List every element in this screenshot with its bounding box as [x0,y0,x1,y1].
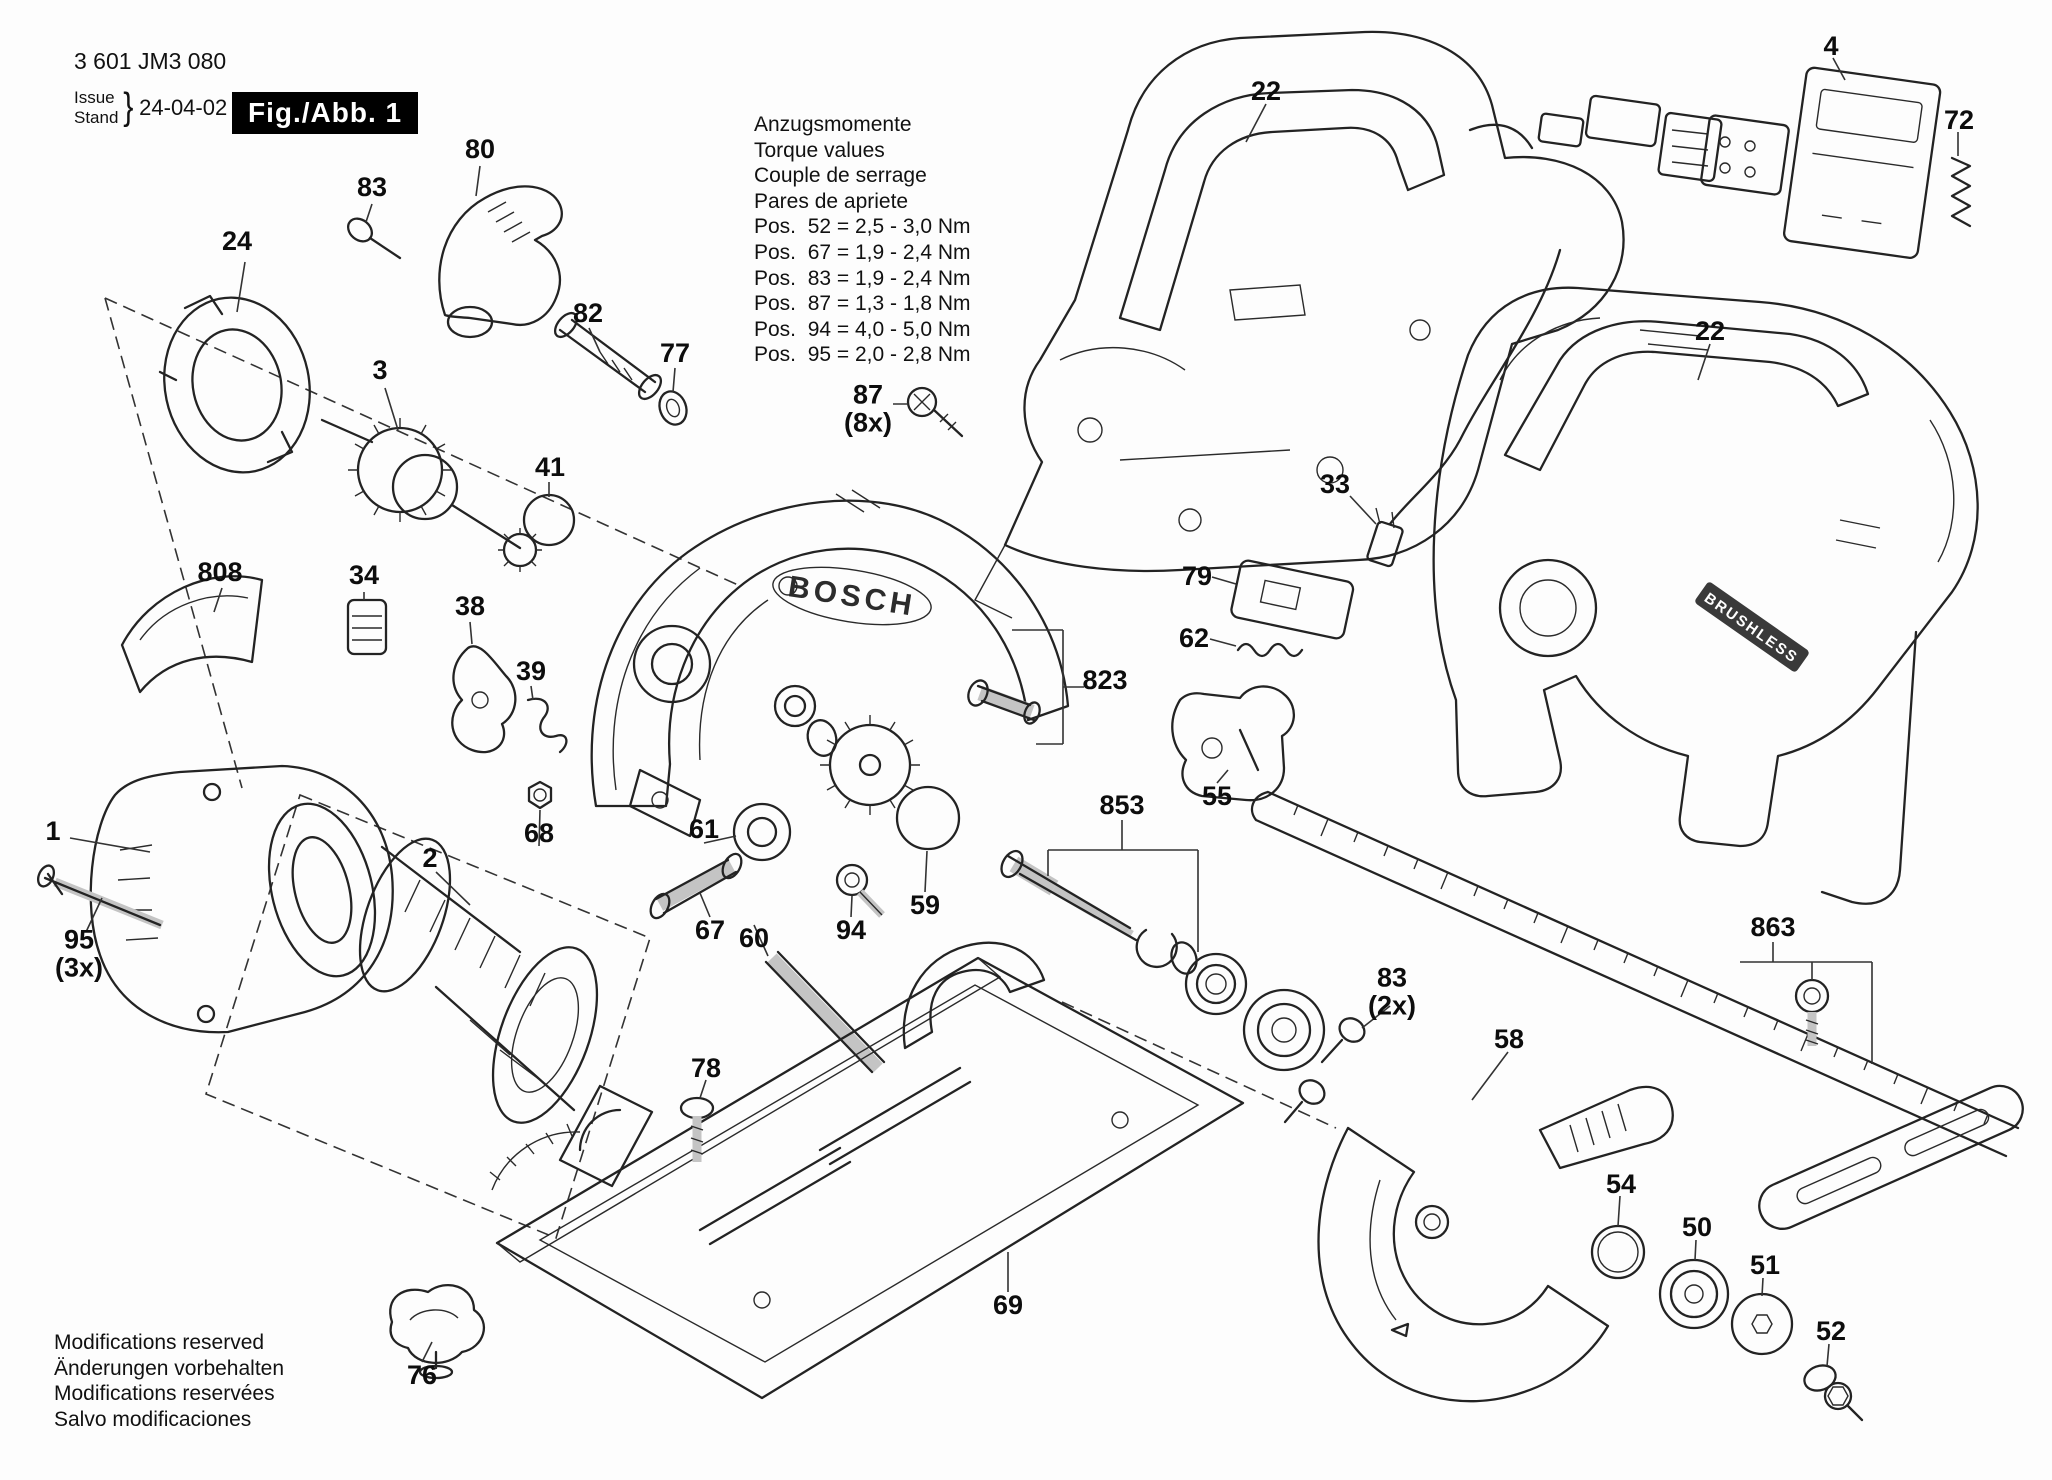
base-plate-drawing [489,941,1245,1400]
part-label-59: 59 [909,889,941,920]
part-label-22b: 22 [1694,315,1726,346]
small-parts-drawing [346,598,792,920]
part-label-72: 72 [1943,104,1975,135]
depth-guide-drawing [1250,790,2024,1230]
brace-glyph: } [123,86,134,128]
motor-housing-drawing [36,764,394,1034]
battery-housing-drawing [1700,66,1972,259]
part-label-50: 50 [1681,1211,1713,1242]
notice-line-en: Modifications reserved [54,1331,265,1354]
torque-row: Pos. 87 = 1,3 - 1,8 Nm [754,292,971,316]
part-label-95: 95 (3x) [54,924,104,983]
torque-title-en: Torque values [754,138,885,162]
torque-row: Pos. 83 = 1,9 - 2,4 Nm [754,266,971,290]
part-label-4: 4 [1823,30,1839,61]
part-label-52: 52 [1815,1315,1847,1346]
part-label-54: 54 [1605,1168,1637,1199]
part-label-863: 863 [1750,911,1796,942]
document-part-number: 3 601 JM3 080 [74,48,227,74]
rod-and-seal-drawing [764,785,961,1074]
part-label-41: 41 [534,451,566,482]
lower-guard-drawing [1317,1085,1674,1403]
part-label-69: 69 [992,1289,1024,1320]
stator-drawing [358,837,599,1124]
part-label-62: 62 [1178,622,1210,653]
notice-line-es: Salvo modificaciones [54,1407,252,1431]
part-label-68: 68 [523,817,555,848]
gear-set-drawing [773,684,920,815]
part-label-34: 34 [348,559,380,590]
part-label-39: 39 [515,655,547,686]
fan-guard-drawing [158,294,311,474]
upper-blade-guard-drawing: BOSCH [590,489,1070,838]
figure-label: Fig./Abb. 1 [232,92,419,134]
armature-drawing [320,418,542,572]
part-label-82: 82 [572,297,604,328]
part-label-3: 3 [372,354,388,385]
part-label-24: 24 [221,225,253,256]
torque-row: Pos. 95 = 2,0 - 2,8 Nm [754,343,971,367]
torque-row: Pos. 67 = 1,9 - 2,4 Nm [754,241,971,265]
part-label-58: 58 [1493,1023,1525,1054]
modifications-notice: Modifications reserved Änderungen vorbeh… [54,1330,284,1432]
wing-knob-drawing [389,1283,485,1380]
brush-plate-drawing [120,575,264,694]
torque-row: Pos. 94 = 4,0 - 5,0 Nm [754,317,971,341]
brushless-label-text: BRUSHLESS [1701,590,1801,667]
part-label-1: 1 [45,815,61,846]
handle-lever-drawing [438,185,688,426]
leader-lines [69,57,1959,1367]
torque-title-de: Anzugsmomente [754,113,912,136]
torque-title-fr: Couple de serrage [754,164,927,188]
o-ring-41-drawing [522,493,576,547]
part-label-60: 60 [738,922,770,953]
torque-table: Anzugsmomente Torque values Couple de se… [754,112,971,368]
part-label-51: 51 [1749,1249,1781,1280]
part-label-80: 80 [464,133,496,164]
part-label-823: 823 [1082,664,1128,695]
part-label-808: 808 [197,556,243,587]
part-label-77: 77 [659,337,691,368]
bosch-logo-text: BOSCH [786,570,918,623]
part-label-33: 33 [1319,468,1351,499]
stand-label: Stand [74,107,119,127]
part-label-2: 2 [422,842,438,873]
part-label-79: 79 [1181,560,1213,591]
part-label-853: 853 [1099,789,1145,820]
pin-823-drawing [967,679,1041,725]
part-label-22a: 22 [1250,75,1282,106]
part-label-87: 87 (8x) [843,379,893,438]
part-label-38: 38 [454,590,486,621]
issue-label: Issue [74,87,115,107]
issue-stand-block: Issue Stand } 24-04-02 [74,86,227,129]
assembly-axis-lines [104,297,1337,1240]
part-label-76: 76 [406,1359,438,1390]
part-label-78: 78 [690,1052,722,1083]
issue-date: 24-04-02 [139,94,228,120]
part-label-94: 94 [835,914,867,945]
notice-line-fr: Modifications reservées [54,1382,275,1406]
notice-line-de: Änderungen vorbehalten [54,1356,285,1380]
torque-title-es: Pares de apriete [754,189,909,213]
spindle-assembly-drawing [1000,849,1366,1124]
part-label-83: 83 [356,171,388,202]
housing-half-top-drawing [974,30,1723,619]
torque-row: Pos. 52 = 2,5 - 3,0 Nm [754,215,971,239]
switch-parts-drawing [1171,559,1355,802]
part-label-55: 55 [1201,780,1233,811]
housing-half-right-drawing: BRUSHLESS [1432,286,1979,905]
part-label-61: 61 [688,813,720,844]
screw-87-drawing [906,386,964,438]
screw-83-drawing [346,217,402,260]
part-label-67: 67 [694,914,726,945]
part-label-83b: 83 (2x) [1367,962,1417,1021]
